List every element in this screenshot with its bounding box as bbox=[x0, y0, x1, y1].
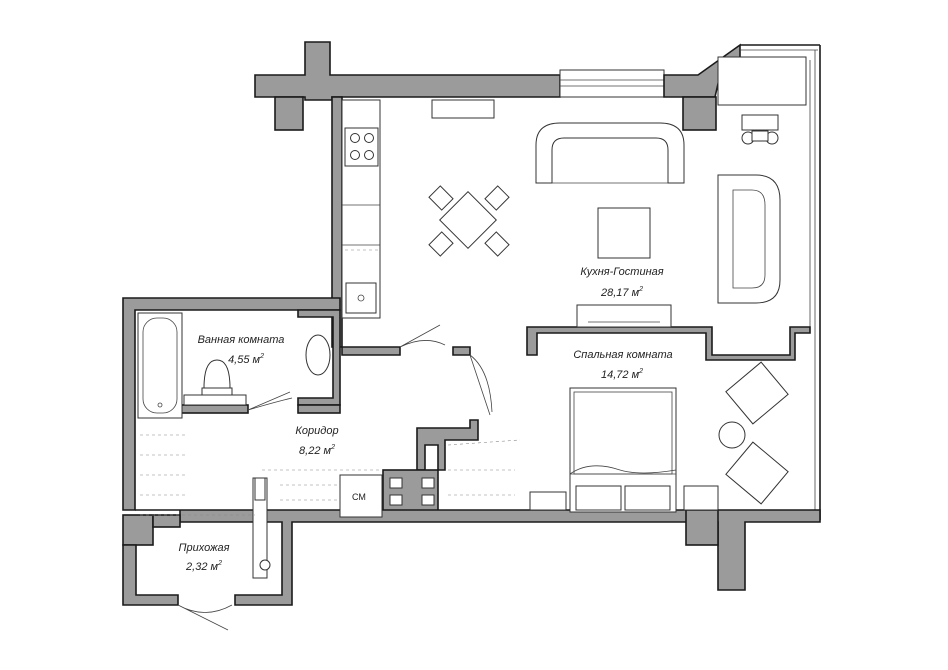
wall-bath-right bbox=[297, 309, 341, 406]
door-swing bbox=[177, 604, 233, 631]
window-top bbox=[559, 69, 665, 98]
bedroom-furniture bbox=[529, 361, 789, 513]
chair bbox=[428, 185, 454, 211]
wall-bath-bottom bbox=[179, 404, 249, 414]
room-name-corridor: Коридор bbox=[295, 425, 338, 437]
burner-icon bbox=[350, 133, 360, 143]
room-labels: Кухня-Гостиная 28,17 м2 Ванная комната 4… bbox=[178, 266, 672, 573]
room-name-kitchen-living: Кухня-Гостиная bbox=[580, 266, 663, 278]
corridor-elements: СМ bbox=[140, 434, 521, 579]
room-area-kitchen-living: 28,17 м2 bbox=[600, 286, 643, 299]
room-area-hallway: 2,32 м2 bbox=[185, 560, 222, 573]
drain-icon bbox=[357, 294, 365, 302]
stove bbox=[344, 127, 379, 167]
door-swing bbox=[469, 354, 493, 416]
nightstand bbox=[683, 485, 719, 511]
room-name-bathroom: Ванная комната bbox=[198, 334, 285, 346]
chair bbox=[484, 231, 510, 257]
wall-hallway-stub bbox=[152, 514, 181, 528]
wall-living-bedroom bbox=[341, 346, 401, 356]
desk bbox=[717, 56, 807, 106]
shaft-2 bbox=[389, 494, 403, 506]
electrical-panel bbox=[254, 477, 266, 501]
armchair bbox=[725, 441, 789, 505]
room-name-bedroom: Спальная комната bbox=[573, 349, 672, 361]
doors bbox=[177, 324, 493, 631]
wall-bedroom-top bbox=[452, 346, 471, 356]
door-swing bbox=[247, 391, 293, 411]
wall-core bbox=[416, 419, 479, 471]
wall-bath-top bbox=[122, 297, 341, 511]
dining-set bbox=[428, 185, 510, 257]
kitchen-units bbox=[341, 99, 495, 319]
pillow bbox=[624, 485, 671, 511]
side-table bbox=[718, 421, 746, 449]
wall-top-left bbox=[254, 41, 561, 101]
room-area-bedroom: 14,72 м2 bbox=[601, 368, 643, 381]
hood-radiator bbox=[431, 99, 495, 119]
wall-pier-bottom-right bbox=[685, 509, 719, 546]
shaft-4 bbox=[421, 494, 435, 506]
wall-pier-bottom-left bbox=[122, 514, 154, 546]
washer-label: СМ bbox=[352, 492, 366, 502]
burner-icon bbox=[364, 150, 374, 160]
shaft-1 bbox=[389, 477, 403, 489]
sink bbox=[345, 282, 377, 314]
living-furniture bbox=[535, 56, 807, 328]
dining-table bbox=[439, 191, 497, 249]
burner-icon bbox=[364, 133, 374, 143]
office-chair bbox=[741, 114, 779, 131]
coffee-table bbox=[597, 207, 651, 259]
wall-bottom bbox=[135, 509, 821, 606]
wall-bath-bottom-right bbox=[297, 404, 341, 414]
meter-icon bbox=[259, 559, 271, 571]
room-name-hallway: Прихожая bbox=[178, 542, 229, 554]
chair bbox=[484, 185, 510, 211]
room-area-bathroom: 4,55 м2 bbox=[228, 353, 264, 366]
tv-stand bbox=[576, 304, 672, 328]
bathroom-fixtures bbox=[137, 312, 331, 419]
washbasin bbox=[305, 334, 331, 376]
armchair bbox=[725, 361, 789, 425]
toilet bbox=[203, 359, 231, 389]
walls bbox=[122, 41, 821, 606]
pillow bbox=[575, 485, 622, 511]
bathtub bbox=[137, 312, 183, 419]
shaft-3 bbox=[421, 477, 435, 489]
wall-hallway-left bbox=[122, 544, 179, 606]
sofa-top bbox=[535, 122, 685, 184]
door-swing bbox=[399, 324, 446, 348]
nightstand bbox=[529, 491, 567, 511]
sofa-right bbox=[717, 174, 781, 304]
room-area-corridor: 8,22 м2 bbox=[299, 444, 335, 457]
burner-icon bbox=[350, 150, 360, 160]
washing-machine bbox=[339, 474, 383, 518]
chair bbox=[428, 231, 454, 257]
wall-bedroom-top-mid bbox=[526, 326, 811, 361]
wall-pier-top-left bbox=[274, 96, 304, 131]
wall-pier-top-right bbox=[682, 96, 717, 131]
